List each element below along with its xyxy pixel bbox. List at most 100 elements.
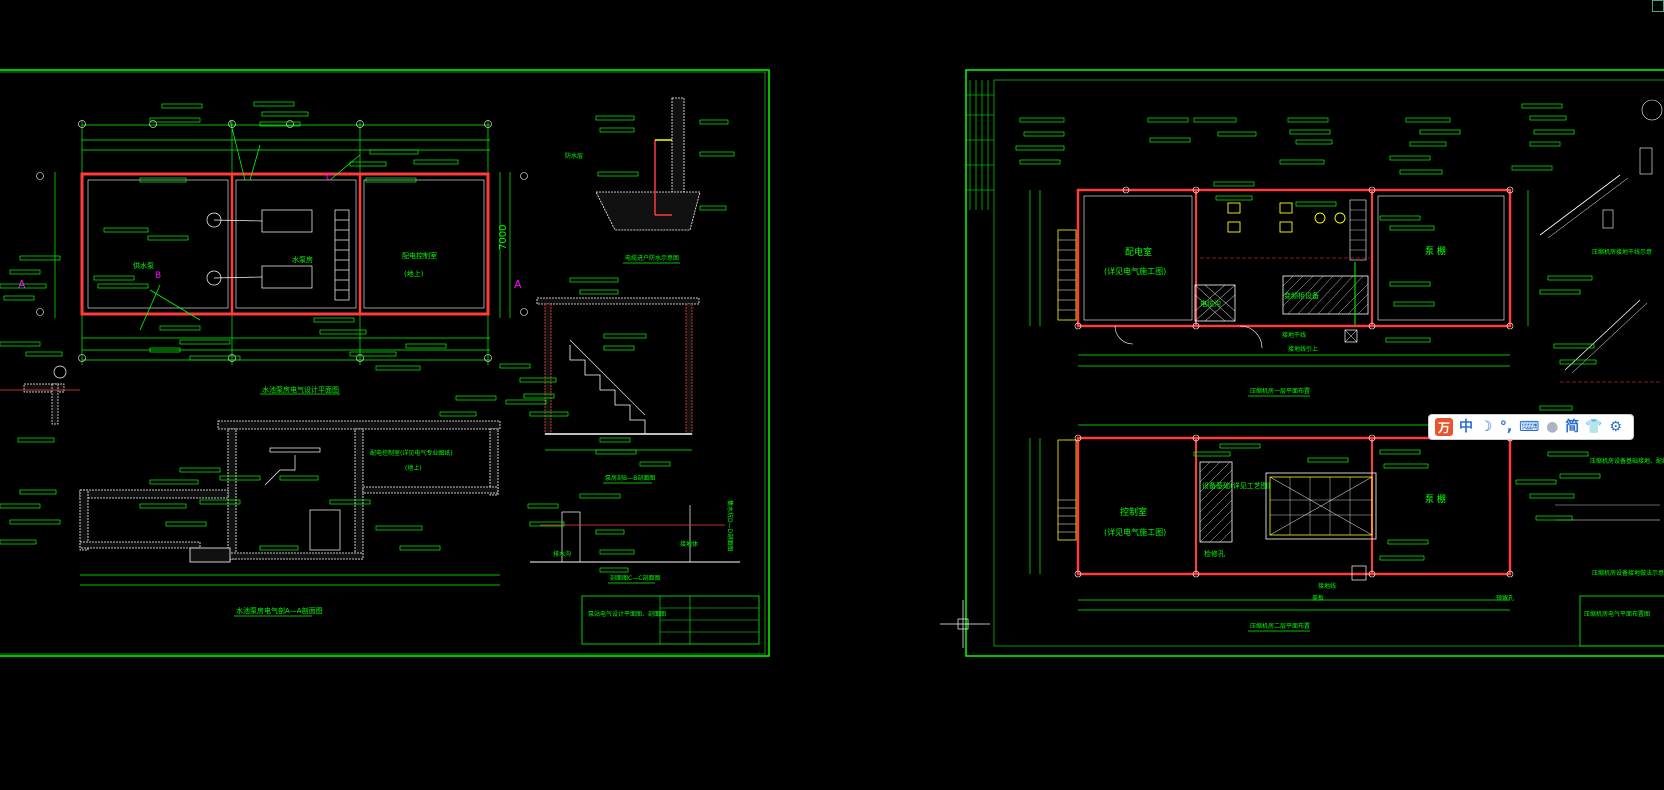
annotation-text-bar (1213, 181, 1255, 187)
annotation-text-bar (1149, 137, 1191, 143)
annotation-text-bar (699, 205, 727, 211)
sheet1-detail-2: 泵房剖B—B剖面图 (536, 297, 700, 484)
annotation-text-bar (147, 235, 189, 241)
annotation-text-bar (1539, 405, 1573, 411)
section-title: 水池泵房电气剖A—A剖面图 (236, 606, 323, 615)
annotation-text-bar (1193, 117, 1237, 123)
annotation-text-bar (639, 461, 671, 467)
annotation-text-bar (149, 479, 199, 485)
annotation-text-bar (0, 503, 41, 509)
right-title-3: 压缩机房设备接地做法示意图 (1592, 569, 1664, 577)
annotation-text-bar (1405, 117, 1451, 123)
annotation-text-bar (569, 277, 619, 283)
annotation-text-bar (1535, 515, 1573, 521)
annotation-text-bar (413, 159, 459, 165)
annotation-text-bar (159, 325, 201, 331)
sheet-2: 配电室 (详见电气施工图) 泵 棚 电缆沟 变频柜设备 接地干线 接地线引上 压… (965, 69, 1664, 657)
room-left-label: 供水泵 (133, 261, 154, 270)
ime-keyboard-icon[interactable]: ⌨ (1519, 419, 1540, 435)
annotation-text-bar (139, 177, 187, 183)
annotation-text-bar (219, 475, 261, 481)
dimension-7000: 7000 (498, 225, 509, 250)
annotation-text-bar (1147, 117, 1189, 123)
annotation-text-bar (439, 411, 477, 417)
annotation-text-bar (1383, 463, 1429, 469)
annotation-text-bar (519, 377, 557, 383)
detail2-title: 泵房剖B—B剖面图 (605, 474, 655, 482)
annotation-text-bar (399, 545, 441, 551)
sheet2-right-details: 压缩机房接地干线示意 压缩机房设备基础接地、配线 压缩机房设备接地做法示意图 (1539, 99, 1664, 577)
detail4-title: 集水坑D—D剖面图 (726, 500, 734, 551)
annotation-text-bar (1511, 165, 1553, 171)
annotation-text-bar (1529, 141, 1561, 147)
sheet1-title-block: 泵站电气设计平面图、剖面图 (581, 595, 760, 645)
detail3-title: 剖面图C—C剖面图 (610, 574, 660, 582)
annotation-text-bar (25, 351, 63, 357)
room-b-label: 泵 棚 (1425, 245, 1446, 257)
annotation-text-bar (603, 333, 647, 339)
annotation-text-bar (1279, 159, 1325, 165)
annotation-text-bar (253, 101, 295, 107)
annotation-text-bar (599, 549, 635, 555)
viewport-corner-button[interactable] (1652, 0, 1664, 12)
sheet1-grid-bubbles (36, 120, 528, 362)
ime-skin-icon[interactable]: 👕 (1585, 419, 1603, 435)
annotation-text-bar (1289, 129, 1331, 135)
ime-moon-icon[interactable]: ☽ (1479, 419, 1493, 435)
annotation-text-bar (1559, 473, 1601, 479)
room-a-label: 配电室 (1125, 246, 1152, 258)
ime-language-toggle[interactable]: 中 (1459, 419, 1473, 435)
annotation-text-bar (259, 545, 299, 551)
annotation-text-bar (1215, 195, 1253, 201)
label-floor2: 接地线引上 (1288, 345, 1318, 353)
section-marker-a-right: A (514, 278, 522, 291)
annotation-text-bar (93, 275, 135, 281)
room-mid-label: 水泵房 (292, 255, 313, 264)
annotation-text-bar (17, 437, 55, 443)
plan-title: 水池泵房电气设计平面图 (262, 385, 339, 394)
section-room-sub: (地上) (405, 464, 422, 472)
section-marker-b: B (155, 271, 161, 281)
annotation-text-bar (1385, 337, 1431, 343)
annotation-text-bar (579, 493, 621, 499)
annotation-text-bar (1389, 155, 1431, 161)
sheet1-plan-walls (80, 172, 490, 316)
ime-settings-icon[interactable]: ⚙ (1609, 419, 1622, 435)
room-c-sub: (详见电气施工图) (1104, 527, 1166, 537)
annotation-text-bar (103, 227, 149, 233)
ime-logo-icon[interactable]: 万 (1435, 418, 1453, 436)
sheet2-side-strip (966, 80, 994, 210)
ime-punctuation-icon[interactable]: °, (1499, 419, 1513, 435)
annotation-text-bar (455, 395, 497, 401)
ime-toolbar[interactable]: 万 中 ☽ °, ⌨ ● 简 👕 ⚙ (1428, 414, 1634, 440)
annotation-text-bar (597, 171, 639, 177)
sheet1-detail-3: 排水沟 接地体 剖面图C—C剖面图 集水坑D—D剖面图 (530, 500, 740, 584)
annotation-text-bar (189, 355, 241, 361)
label-lift: 检修孔 (1204, 549, 1225, 558)
annotation-text-bar (9, 519, 61, 525)
annotation-text-bar (375, 365, 421, 371)
annotation-text-bar (1533, 129, 1575, 135)
annotation-text-bar (1515, 479, 1557, 485)
annotation-text-bar (365, 177, 417, 183)
annotation-text-bar (0, 341, 41, 347)
label-equipment2: 设备基础(详见工艺图) (1202, 481, 1271, 490)
right-title-2: 压缩机房设备基础接地、配线 (1590, 457, 1664, 465)
detail1-label: 防水层 (565, 152, 583, 160)
annotation-text-bar (319, 329, 367, 335)
annotation-text-bar (1015, 145, 1065, 151)
label-floor1: 接地干线 (1282, 331, 1306, 339)
annotation-text-bar (499, 363, 531, 369)
sheet2-plan-1: 配电室 (详见电气施工图) 泵 棚 电缆沟 变频柜设备 接地干线 接地线引上 压… (1029, 186, 1529, 397)
ime-user-icon[interactable]: ● (1546, 419, 1559, 435)
annotation-text-bar (1217, 131, 1257, 137)
annotation-text-bar (595, 449, 637, 455)
detail1-title: 电缆进户防水示意图 (625, 254, 679, 262)
label-hole: 预留孔 (1496, 594, 1514, 602)
section-room-label: 配电控制室(详见电气专业图纸) (370, 449, 453, 457)
annotation-text-bar (261, 111, 309, 117)
ime-simplified-toggle[interactable]: 简 (1565, 419, 1580, 435)
annotation-text-bar (529, 521, 565, 527)
cad-crosshair-icon (940, 600, 990, 648)
